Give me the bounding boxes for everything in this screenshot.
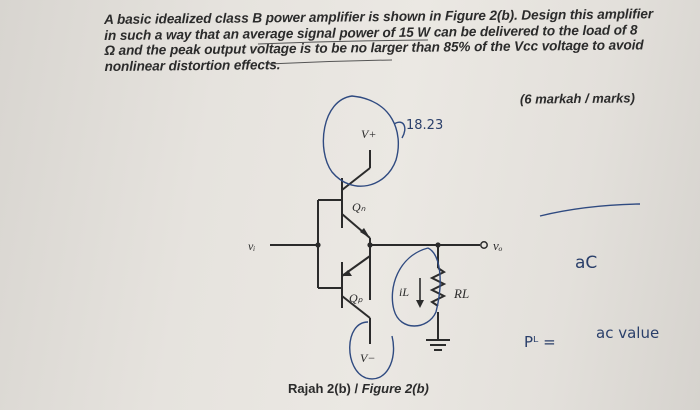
label-vplus: V+ (361, 127, 376, 141)
pencil-underline (257, 39, 429, 45)
pen-circle-vplus (322, 95, 400, 187)
pen-circle-vminus (349, 321, 395, 380)
current-arrow-head (416, 300, 424, 308)
note-ac: aC (575, 253, 597, 273)
note-formula: Pᴸ = (524, 333, 556, 351)
label-il: iL (399, 285, 409, 299)
pen-circle-il (391, 247, 441, 327)
note-top: 18.23 (406, 118, 443, 133)
caption-suffix: Figure 2(b) (361, 381, 429, 396)
junction-load (435, 242, 441, 248)
note-formula-value: ac value (596, 324, 659, 342)
label-vi: vᵢ (248, 239, 255, 253)
pen-tick (393, 121, 406, 139)
qp-collector (341, 295, 371, 319)
label-vminus: V− (360, 351, 375, 365)
pencil-underline-2 (267, 59, 393, 65)
caption-prefix: Rajah 2(b) / (288, 381, 362, 396)
label-qp: Qₚ (349, 291, 364, 305)
qn-emitter-arrow (360, 228, 370, 238)
junction-input (315, 242, 321, 248)
pen-stroke (539, 203, 641, 217)
output-terminal (480, 241, 488, 249)
junction-output (367, 242, 373, 248)
figure-caption: Rajah 2(b) / Figure 2(b) (288, 381, 429, 396)
qn-collector (341, 167, 371, 191)
pen-annotations (322, 95, 641, 380)
circuit-wiring (270, 150, 480, 351)
qp-emitter-arrow (342, 270, 352, 276)
label-vo: vₒ (493, 238, 503, 253)
label-rl: RL (453, 286, 469, 301)
label-qn: Qₙ (352, 200, 366, 214)
load-resistor-zigzag (429, 267, 447, 307)
